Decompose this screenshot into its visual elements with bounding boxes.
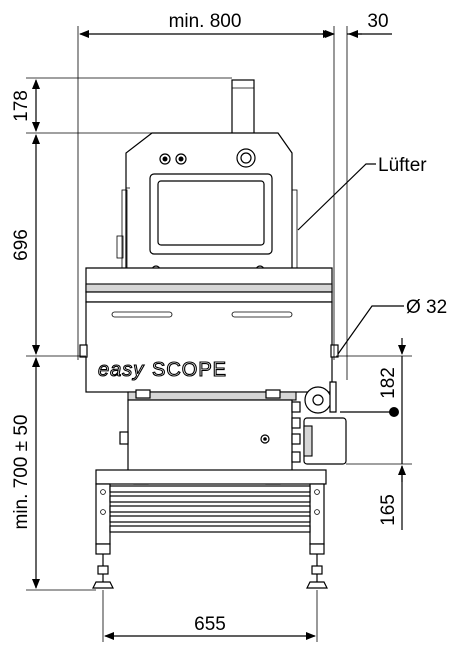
reference-point [389,407,399,417]
dim-left-top: 178 [11,90,32,122]
side-connector [116,235,124,259]
dim-left-mid: 696 [11,229,32,261]
machine-outline [79,79,347,589]
foot-left [92,581,114,589]
stand-top-bar [95,469,327,485]
dim-right-lower: 165 [378,494,399,526]
screen [157,180,265,246]
dim-right-upper: 182 [378,367,399,399]
dim-top-width: min. 800 [169,11,242,32]
dimension-lines [26,26,412,642]
diameter-leader [337,305,404,355]
label-diameter: Ø 32 [406,297,447,318]
brand-part-a: easy [98,359,144,381]
label-fan: Lüfter [378,155,427,176]
side-plug [79,344,88,358]
dim-bottom-width: 655 [194,614,226,635]
dim-top-right: 30 [367,11,388,32]
side-plug [330,344,339,358]
foot-right [306,581,328,589]
stand-left-post [95,483,111,545]
fan-leader [297,163,376,231]
dim-left-bottom: min. 700 ± 50 [11,415,32,530]
conveyor-edge [85,291,333,303]
stand-right-post [309,483,325,545]
brand-part-b: SCOPE [152,359,227,381]
